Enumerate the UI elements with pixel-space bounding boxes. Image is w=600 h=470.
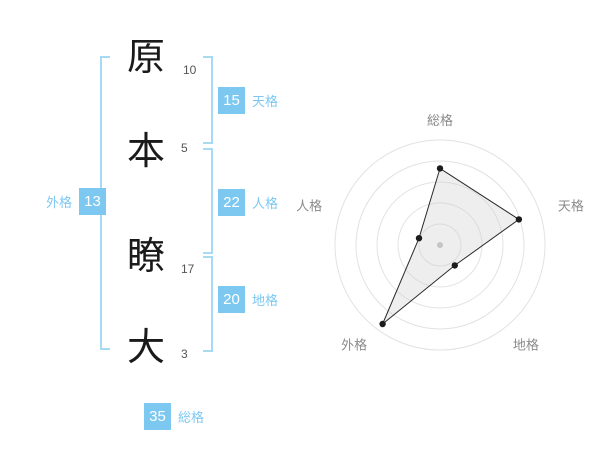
radar-axis-label: 地格 [513,337,539,352]
chikaku-value: 20 [218,286,245,313]
stroke-count: 17 [181,262,195,276]
tenkaku-value: 15 [218,87,245,114]
radar-data-point [515,216,523,223]
radar-data-polygon [382,167,520,325]
stroke-count: 3 [181,347,188,361]
tenkaku-badge: 15 天格 [218,87,278,114]
radar-chart: 総格天格地格 外格 人格 [290,90,600,390]
chikaku-badge: 20 地格 [218,286,278,313]
radar-data-point [451,262,458,269]
radar-ring [376,181,504,309]
radar-ring [397,202,483,288]
name-character: 本 [126,131,165,173]
jinkaku-bracket [203,148,213,254]
radar-axis-label: 総格 [427,113,453,128]
jinkaku-value: 22 [218,189,245,216]
jinkaku-label: 人格 [252,196,279,211]
radar-axis-label: 人格 [296,199,322,214]
gaikaku-badge: 外格 13 [46,188,107,215]
tenkaku-label: 天格 [252,94,279,109]
jinkaku-badge: 22 人格 [218,189,278,216]
radar-data-point [415,235,423,242]
soukaku-value: 35 [144,403,171,430]
radar-ring [334,139,546,351]
tenkaku-bracket [203,56,213,144]
gaikaku-label: 外格 [46,195,73,210]
soukaku-label: 総格 [178,410,205,425]
radar-axis-label: 外格 [341,337,367,352]
chikaku-bracket [203,256,213,352]
name-character: 瞭 [126,236,165,278]
soukaku-badge: 35 総格 [144,403,204,430]
radar-ring [418,223,462,267]
radar-center-dot [437,242,443,248]
radar-axis-label: 天格 [558,199,584,214]
radar-data-point [379,320,386,328]
radar-data-point [436,165,444,172]
gaikaku-value: 13 [79,188,107,215]
stroke-count: 10 [183,63,197,77]
stroke-count: 5 [181,141,188,155]
chikaku-label: 地格 [252,293,279,308]
name-character: 大 [126,327,165,369]
radar-ring [355,160,525,330]
name-character: 原 [126,37,165,79]
